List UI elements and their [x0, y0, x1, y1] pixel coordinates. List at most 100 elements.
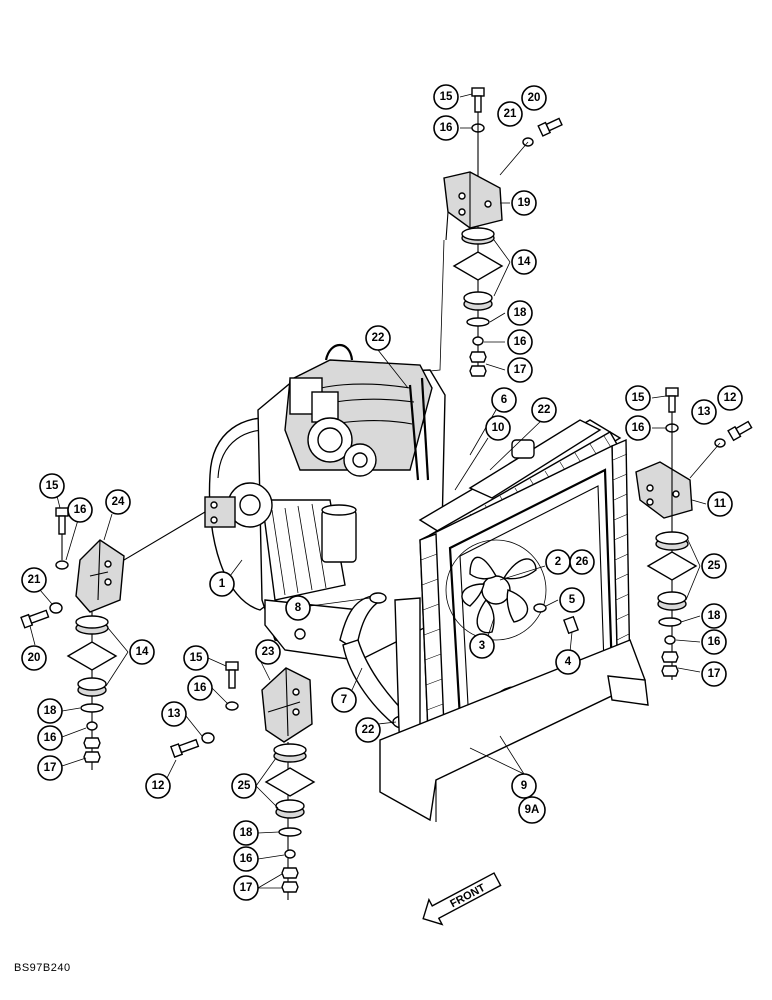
callout-15-b: 15: [625, 385, 651, 411]
callout-16-f: 16: [37, 725, 63, 751]
figure-code: BS97B240: [14, 962, 71, 974]
svg-text:16: 16: [44, 732, 57, 744]
callout-9: 9: [511, 773, 537, 799]
svg-text:1: 1: [219, 578, 226, 590]
svg-text:17: 17: [708, 668, 721, 680]
center-mount-stack: [165, 651, 316, 900]
svg-text:11: 11: [714, 498, 727, 510]
callout-16-h: 16: [233, 846, 259, 872]
svg-text:18: 18: [44, 705, 57, 717]
callout-17-d: 17: [233, 875, 259, 901]
svg-text:16: 16: [240, 853, 253, 865]
callout-24: 24: [105, 489, 131, 515]
callout-15-c: 15: [39, 473, 65, 499]
svg-text:12: 12: [724, 392, 737, 404]
svg-text:15: 15: [190, 652, 203, 664]
callout-16-g: 16: [187, 675, 213, 701]
top-bracket-assembly: [419, 87, 563, 377]
callout-9a: 9A: [518, 796, 546, 824]
mount-bracket-19: [443, 171, 503, 229]
callout-6: 6: [491, 387, 517, 413]
callout-15-d: 15: [183, 645, 209, 671]
svg-text:23: 23: [262, 646, 275, 658]
callout-17-b: 17: [701, 661, 727, 687]
callout-3: 3: [469, 633, 495, 659]
washer-18-top: [466, 317, 490, 327]
callout-10: 10: [485, 415, 511, 441]
callout-16-d: 16: [701, 629, 727, 655]
washer-13-center: [201, 732, 215, 744]
svg-text:16: 16: [440, 122, 453, 134]
svg-text:25: 25: [238, 780, 251, 792]
callout-26: 26: [569, 549, 595, 575]
bolt-15-top: [471, 87, 485, 113]
callout-21-a: 21: [497, 101, 523, 127]
svg-text:18: 18: [514, 307, 527, 319]
callout-5: 5: [559, 587, 585, 613]
callout-25-a: 25: [701, 553, 727, 579]
svg-text:10: 10: [492, 422, 505, 434]
callout-20-a: 20: [521, 85, 547, 111]
washer-16-left: [55, 560, 69, 570]
callout-12-a: 12: [717, 385, 743, 411]
svg-text:16: 16: [74, 504, 87, 516]
callout-1: 1: [209, 571, 235, 597]
washer-16-center: [225, 701, 239, 711]
radiator-assembly: [379, 419, 693, 822]
isolator-plate-14-top: [452, 251, 504, 281]
callout-12-b: 12: [145, 773, 171, 799]
engine-assembly: [204, 343, 446, 661]
callout-23: 23: [255, 639, 281, 665]
callout-20-b: 20: [21, 645, 47, 671]
front-direction-arrow: FRONT: [422, 872, 502, 926]
svg-text:16: 16: [514, 336, 527, 348]
bolt-20-top: [537, 117, 563, 137]
svg-text:20: 20: [28, 652, 41, 664]
callout-22-a: 22: [365, 325, 391, 351]
svg-text:22: 22: [372, 332, 385, 344]
nut-17-top-b: [469, 365, 487, 377]
svg-text:25: 25: [708, 560, 721, 572]
svg-text:26: 26: [576, 556, 589, 568]
svg-text:22: 22: [362, 724, 375, 736]
leader-lines: [229, 349, 573, 775]
callout-11: 11: [707, 491, 733, 517]
right-mount-stack: [646, 387, 753, 680]
svg-text:16: 16: [194, 682, 207, 694]
bolt-15-left: [55, 507, 69, 535]
svg-text:12: 12: [152, 780, 165, 792]
callout-21-b: 21: [21, 567, 47, 593]
callout-19: 19: [511, 190, 537, 216]
bolt-20-left: [20, 609, 50, 629]
svg-text:9: 9: [521, 780, 527, 792]
bolt-12-center: [169, 738, 200, 758]
svg-text:13: 13: [168, 708, 181, 720]
svg-text:8: 8: [295, 602, 302, 614]
svg-text:7: 7: [341, 694, 347, 706]
svg-text:21: 21: [28, 574, 41, 586]
svg-text:17: 17: [514, 364, 527, 376]
callout-2: 2: [545, 549, 571, 575]
svg-text:13: 13: [698, 406, 711, 418]
callout-14-b: 14: [129, 639, 155, 665]
nut-17-top-a: [469, 351, 487, 363]
callout-18-a: 18: [507, 300, 533, 326]
bolt-12-right: [727, 420, 753, 442]
callout-17-c: 17: [37, 755, 63, 781]
svg-text:3: 3: [479, 640, 485, 652]
svg-text:16: 16: [708, 636, 721, 648]
washer-16-top-lower: [472, 336, 484, 346]
svg-text:19: 19: [518, 197, 531, 209]
callout-13-a: 13: [691, 399, 717, 425]
svg-text:15: 15: [46, 480, 59, 492]
callout-14-a: 14: [511, 249, 537, 275]
svg-text:6: 6: [501, 394, 507, 406]
callout-17-a: 17: [507, 357, 533, 383]
bolt-15-center: [225, 661, 239, 689]
svg-text:17: 17: [44, 762, 57, 774]
callout-22-b: 22: [531, 397, 557, 423]
svg-text:2: 2: [555, 556, 561, 568]
callout-13-b: 13: [161, 701, 187, 727]
callout-15-a: 15: [433, 84, 459, 110]
callout-16-c: 16: [625, 415, 651, 441]
